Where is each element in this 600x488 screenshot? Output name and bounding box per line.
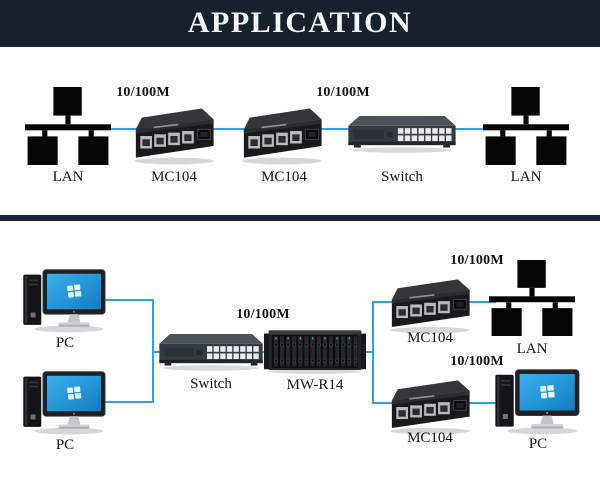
- lan-icon: [489, 260, 575, 336]
- link-line-pc2: [104, 401, 154, 403]
- section-divider: [0, 215, 600, 221]
- link-line-right-vertical: [372, 301, 374, 404]
- rack-label: MW-R14: [286, 377, 344, 393]
- pc-label: PC: [55, 335, 75, 351]
- pc-icon: [20, 370, 110, 436]
- mc104-label: MC104: [407, 330, 453, 346]
- switch-label: Switch: [190, 376, 232, 392]
- link-speed-label: 10/100M: [450, 354, 504, 369]
- mc104-label: MC104: [151, 169, 197, 185]
- link-speed-label: 10/100M: [450, 253, 504, 268]
- rack-chassis-icon: [264, 328, 366, 374]
- lan-left-label: LAN: [52, 169, 84, 185]
- pc-label: PC: [55, 437, 75, 453]
- pc-icon: [492, 368, 584, 436]
- mc104-label: MC104: [407, 430, 453, 446]
- media-converter-icon: [238, 106, 326, 166]
- title-banner: APPLICATION: [0, 0, 600, 47]
- link-speed-label: 10/100M: [236, 307, 290, 322]
- link-speed-label: 10/100M: [116, 85, 170, 100]
- lan-icon: [483, 87, 569, 165]
- switch-icon: [347, 112, 457, 154]
- link-line-pc1: [104, 299, 154, 301]
- switch-icon: [158, 330, 264, 372]
- media-converter-icon: [386, 378, 474, 436]
- page-title: APPLICATION: [187, 5, 413, 39]
- lan-right-label: LAN: [510, 169, 542, 185]
- media-converter-icon: [130, 106, 218, 166]
- link-line-main: [152, 351, 374, 353]
- switch-label: Switch: [381, 169, 423, 185]
- mc104-label: MC104: [261, 169, 307, 185]
- pc-label: PC: [528, 436, 548, 452]
- pc-icon: [20, 268, 110, 334]
- lan-label: LAN: [516, 341, 548, 357]
- media-converter-icon: [386, 277, 474, 335]
- link-speed-label: 10/100M: [316, 85, 370, 100]
- lan-icon: [25, 87, 111, 165]
